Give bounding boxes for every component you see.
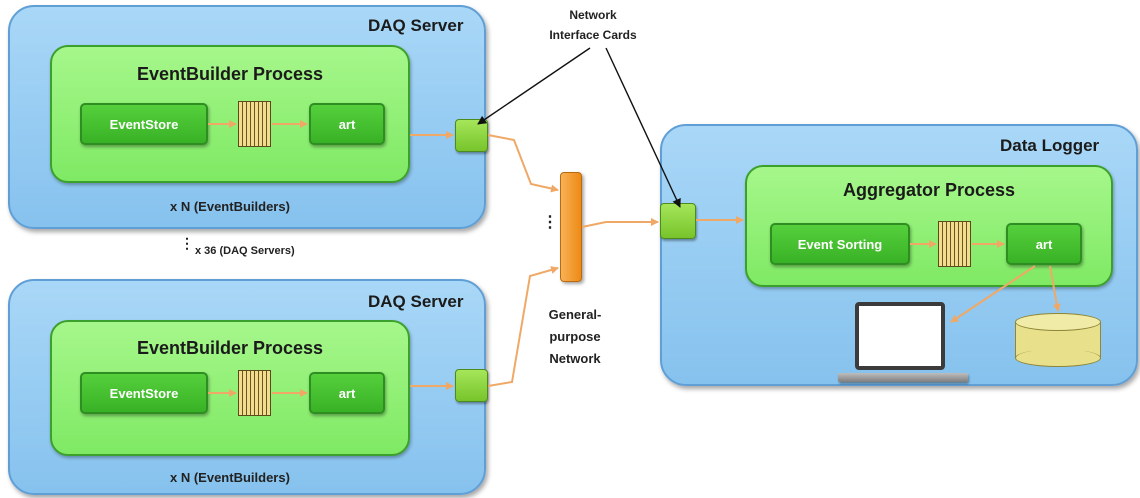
eventstore-top: EventStore <box>80 103 208 145</box>
buffer-queue-icon <box>238 101 271 147</box>
eventbuilders-multiplicity-bottom: x N (EventBuilders) <box>170 470 290 485</box>
art-bottom: art <box>309 372 385 414</box>
network-label-line3: Network <box>549 351 601 366</box>
network-label-line2: purpose <box>549 329 601 344</box>
nic-callout-line1: Network <box>569 8 617 22</box>
vertical-ellipsis-icon: ⋮ <box>542 214 558 231</box>
buffer-queue-icon <box>938 221 971 267</box>
eventbuilder-process-bottom-title: EventBuilder Process <box>136 338 324 358</box>
network-switch <box>560 172 582 282</box>
event-sorting: Event Sorting <box>770 223 910 265</box>
data-logger-title: Data Logger <box>1000 136 1100 155</box>
eventstore-bottom: EventStore <box>80 372 208 414</box>
eventbuilder-process-top-title: EventBuilder Process <box>136 64 324 84</box>
aggregator-process-title: Aggregator Process <box>842 180 1016 200</box>
eventbuilders-multiplicity-top: x N (EventBuilders) <box>170 199 290 214</box>
nic-callout-line2: Interface Cards <box>549 28 637 42</box>
buffer-queue-icon <box>238 370 271 416</box>
art-aggregator: art <box>1006 223 1082 265</box>
daq-server-bottom-title: DAQ Server <box>368 292 464 311</box>
network-label-line1: General- <box>548 307 602 322</box>
art-top: art <box>309 103 385 145</box>
nic-bottom-server <box>455 369 488 402</box>
nic-data-logger <box>660 203 696 239</box>
daq-servers-multiplicity: x 36 (DAQ Servers) <box>195 245 295 257</box>
daq-server-top-title: DAQ Server <box>368 16 464 35</box>
